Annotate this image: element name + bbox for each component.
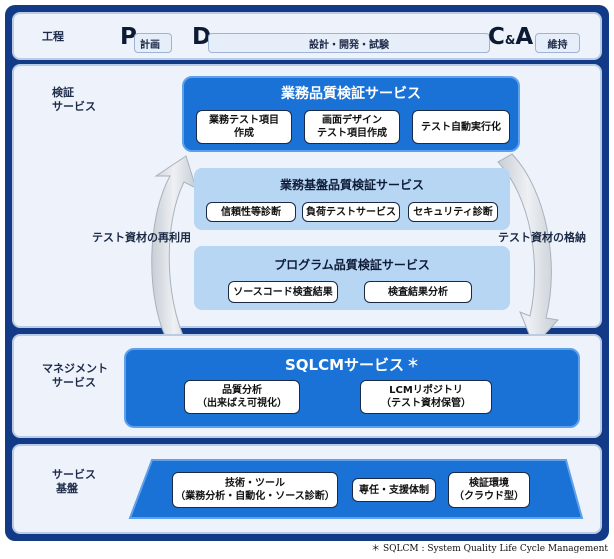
management-item-2: LCMリポジトリ （テスト資材保管）	[360, 380, 492, 414]
business-item-2: 画面デザイン テスト項目作成	[304, 110, 400, 144]
maint-label: 維持	[547, 39, 568, 51]
infra-item-3-label: 検証環境 （クラウド型）	[454, 478, 524, 502]
management-label-line2: サービス	[52, 376, 96, 389]
dev-label: 設計・開発・試験	[309, 39, 389, 51]
business-item-1-label: 業務テスト項目 作成	[209, 115, 279, 139]
dev-pill: 設計・開発・試験	[208, 33, 490, 53]
management-item-1-label: 品質分析 （出来ばえ可視化）	[197, 385, 287, 409]
sqlcm-title: SQLCMサービス	[284, 356, 405, 374]
reuse-label: テスト資材の再利用	[92, 231, 191, 244]
sqlcm-title-wrap: SQLCMサービス＊	[124, 354, 580, 375]
dev-letter: D	[192, 24, 212, 50]
management-item-1: 品質分析 （出来ばえ可視化）	[184, 380, 300, 414]
infra-item-1-label: 技術・ツール （業務分析・自動化・ソース診断）	[175, 478, 335, 502]
infrastructure-label-line1: サービス	[52, 468, 96, 481]
verification-label-line1: 検証	[52, 86, 74, 99]
platform-item-1: 信頼性等診断	[206, 202, 296, 222]
business-quality-title: 業務品質検証サービス	[281, 86, 421, 102]
management-item-2-label: LCMリポジトリ （テスト資材保管）	[381, 385, 471, 409]
program-item-1-label: ソースコード検査結果	[233, 286, 333, 298]
process-label: 工程	[42, 30, 64, 43]
footnote: ＊ SQLCM : System Quality Life Cycle Mana…	[371, 544, 608, 554]
plan-pill: 計画	[134, 33, 172, 53]
platform-item-1-label: 信頼性等診断	[221, 206, 281, 218]
sqlcm-asterisk: ＊	[407, 356, 420, 370]
infra-item-3: 検証環境 （クラウド型）	[448, 472, 530, 508]
platform-item-3: セキュリティ診断	[408, 202, 498, 222]
store-arrow	[497, 153, 559, 347]
program-quality-title: プログラム品質検証サービス	[274, 258, 430, 272]
business-item-3: テスト自動実行化	[412, 110, 510, 144]
business-item-3-label: テスト自動実行化	[421, 121, 501, 133]
infrastructure-label-line2: 基盤	[56, 482, 78, 495]
reuse-arrow	[151, 155, 197, 343]
maint-pill: 維持	[535, 33, 580, 53]
platform-item-2: 負荷テストサービス	[302, 202, 400, 222]
program-item-1: ソースコード検査結果	[228, 281, 338, 303]
infra-item-1: 技術・ツール （業務分析・自動化・ソース診断）	[172, 472, 338, 508]
amp-sign: &	[504, 33, 516, 47]
business-item-1: 業務テスト項目 作成	[196, 110, 292, 144]
store-label: テスト資材の格納	[498, 231, 586, 244]
infra-item-2-label: 専任・支援体制	[359, 484, 429, 496]
act-letter: A	[515, 24, 534, 50]
platform-quality-title: 業務基盤品質検証サービス	[279, 178, 424, 192]
verification-label: 検証 サービス	[52, 86, 96, 114]
management-label-line1: マネジメント	[42, 362, 108, 375]
platform-item-2-label: 負荷テストサービス	[306, 206, 396, 218]
plan-label: 計画	[140, 39, 160, 51]
infrastructure-label: サービス 基盤	[52, 468, 96, 496]
plan-letter: P	[120, 24, 137, 50]
infra-item-2: 専任・支援体制	[352, 478, 436, 502]
maint-letters: C&A	[488, 25, 533, 49]
management-label: マネジメント サービス	[42, 362, 108, 390]
business-item-2-label: 画面デザイン テスト項目作成	[317, 115, 387, 139]
check-letter: C	[488, 24, 505, 50]
platform-item-3-label: セキュリティ診断	[413, 206, 493, 218]
program-item-2-label: 検査結果分析	[388, 286, 448, 298]
program-item-2: 検査結果分析	[364, 281, 472, 303]
verification-label-line2: サービス	[52, 100, 96, 113]
